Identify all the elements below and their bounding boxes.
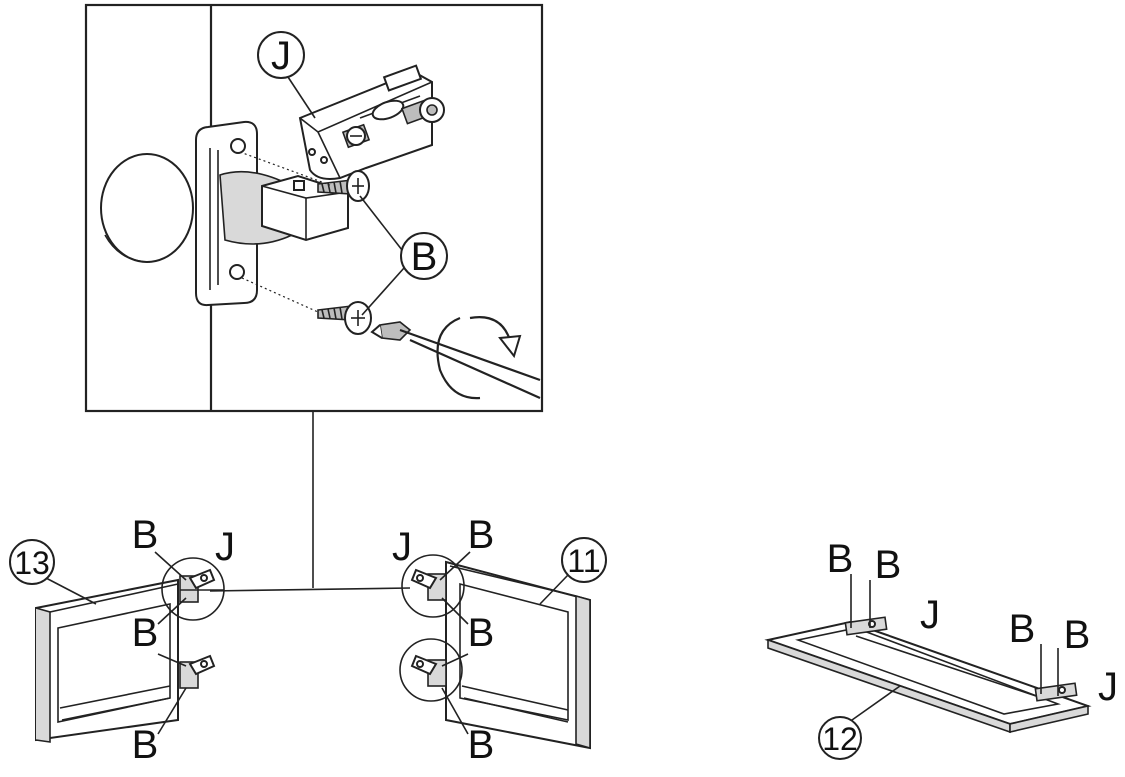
callout-right-door: 11: [539, 537, 607, 605]
label-right-screw-3: B: [468, 723, 495, 767]
hinge-arm: [298, 64, 433, 180]
label-right-screw-2: B: [468, 611, 495, 655]
left-door-panel: 13 B J B B: [9, 513, 235, 767]
label-top-screw-1: B: [827, 537, 854, 581]
label-screw-detail: B: [411, 235, 438, 279]
left-hinge-bottom: [179, 654, 216, 689]
top-panel-hinge-left: [844, 616, 888, 636]
label-hinge-detail: J: [271, 34, 291, 78]
connector-lines: [209, 411, 411, 592]
label-right-screw-1: B: [468, 513, 495, 557]
hinge-cup-hole: [100, 153, 194, 263]
rotation-arrow-icon: [436, 316, 522, 400]
top-panel-hinge-right: [1034, 682, 1078, 702]
top-panel: B B J B B J 12: [764, 537, 1118, 760]
callout-left-door: 13: [9, 539, 97, 605]
label-top-panel: 12: [822, 721, 858, 757]
adjustment-screw-1: [341, 123, 371, 149]
callout-top-panel: 12: [818, 685, 901, 760]
label-right-hinge: J: [392, 525, 412, 569]
label-left-door: 13: [14, 545, 50, 581]
label-left-screw-3: B: [132, 723, 159, 767]
label-left-screw-1: B: [132, 513, 159, 557]
detail-inset: J B: [84, 3, 544, 413]
screw-lower: [317, 301, 372, 335]
callout-hinge-detail: J: [257, 31, 316, 119]
label-top-hinge-1: J: [920, 593, 940, 637]
label-left-screw-2: B: [132, 611, 159, 655]
screw-upper: [317, 170, 370, 202]
screwdriver-icon: [370, 321, 541, 400]
right-hinge-bottom: [410, 654, 447, 687]
label-top-hinge-2: J: [1098, 665, 1118, 709]
label-left-hinge: J: [215, 525, 235, 569]
right-door-panel: 11 J B B B: [392, 513, 607, 767]
left-hinge-top: [179, 568, 216, 603]
label-top-screw-4: B: [1064, 613, 1091, 657]
right-hinge-top: [410, 568, 447, 601]
label-top-screw-3: B: [1009, 607, 1036, 651]
label-right-door: 11: [567, 543, 600, 579]
callout-screw-detail: B: [359, 195, 448, 316]
adjustment-screw-2: [400, 97, 445, 125]
label-top-screw-2: B: [875, 543, 902, 587]
